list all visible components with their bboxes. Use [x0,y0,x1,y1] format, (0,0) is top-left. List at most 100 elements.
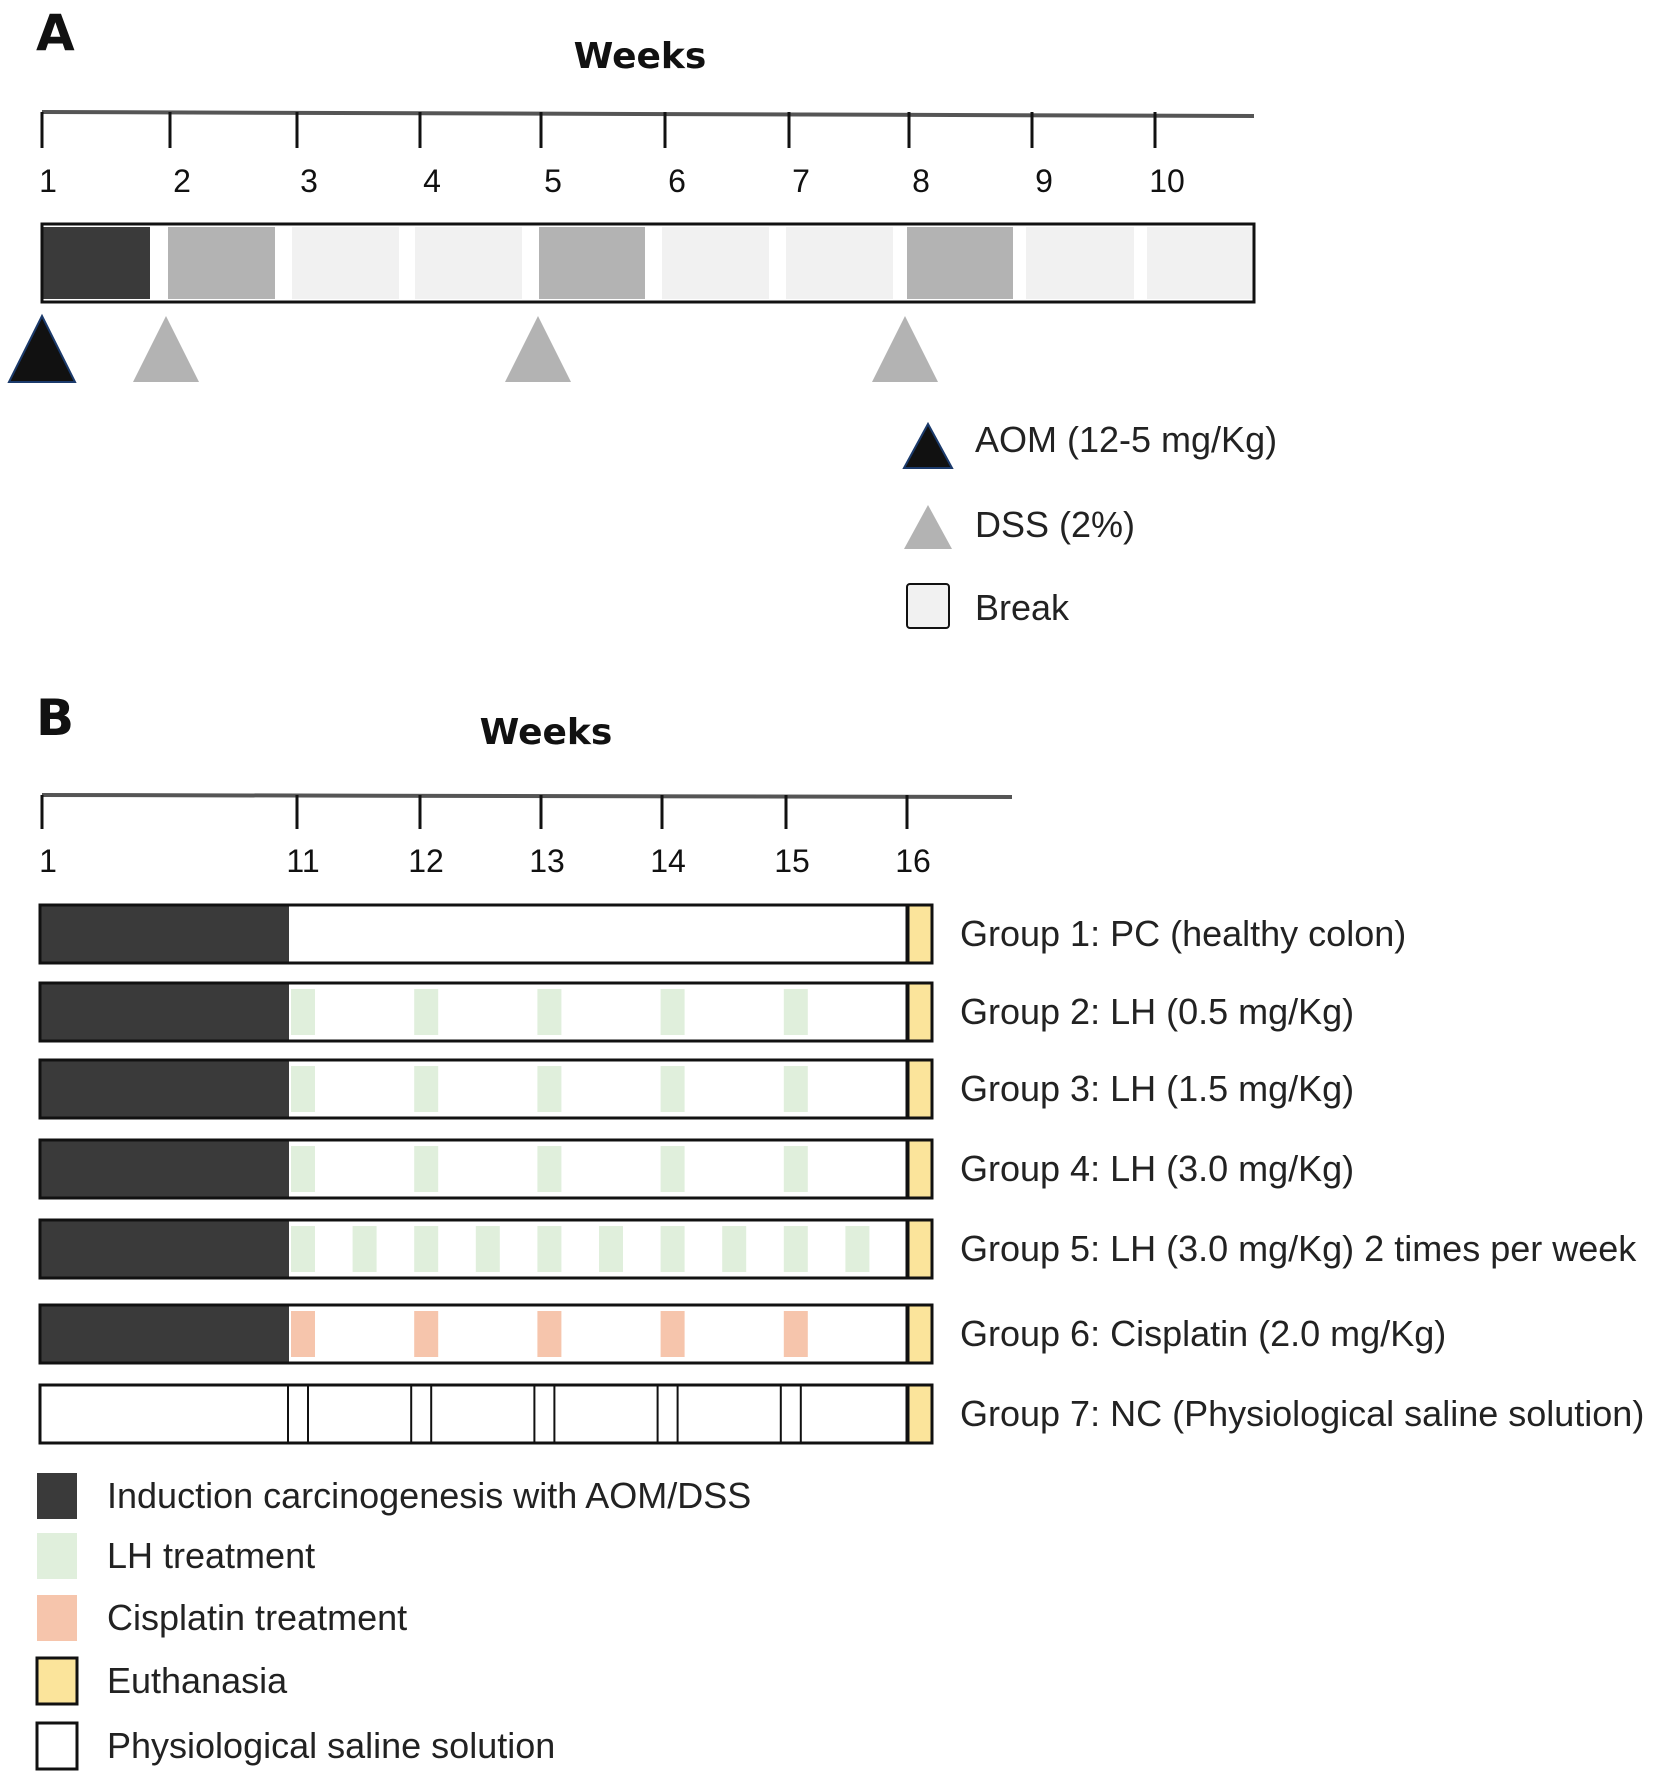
panel-a-week-1-segment [42,227,150,299]
lh-treatment-mark [414,1226,439,1272]
panel-a-week-6-segment [662,227,769,299]
legend-lh-label: LH treatment [107,1535,315,1576]
euthanasia-mark [906,1058,934,1120]
dss-marker-week-8 [872,316,938,382]
panel-a-week-9-segment [1026,227,1134,299]
euthanasia-mark [906,1138,934,1200]
panel-a-week-7-segment [786,227,893,299]
group-4-label: Group 4: LH (3.0 mg/Kg) [960,1148,1354,1189]
panel-b-tick-label: 15 [774,843,810,879]
dss-marker-week-2 [133,316,199,382]
panel-b-tick-label: 16 [895,843,931,879]
panel-a-tick-label: 6 [668,163,686,199]
lh-treatment-mark [783,1146,808,1192]
euthanasia-mark [906,981,934,1043]
group-induction-bar [40,1140,289,1198]
group-5-label: Group 5: LH (3.0 mg/Kg) 2 times per week [960,1228,1637,1269]
lh-treatment-mark [660,1226,685,1272]
group-7-label: Group 7: NC (Physiological saline soluti… [960,1393,1644,1434]
lh-treatment-mark [414,989,439,1035]
panel-b-tick-label: 11 [286,843,319,879]
group-6-row: Group 6: Cisplatin (2.0 mg/Kg) [38,1303,1446,1365]
legend-break-icon [906,583,950,629]
lh-treatment-mark [599,1226,623,1272]
panel-a-tick-label: 10 [1149,163,1185,199]
lh-treatment-mark [537,1146,562,1192]
group-1-label: Group 1: PC (healthy colon) [960,913,1406,954]
cisplatin-treatment-mark [660,1311,685,1357]
lh-treatment-mark [783,1226,808,1272]
group-4-row: Group 4: LH (3.0 mg/Kg) [38,1138,1354,1200]
lh-treatment-mark [537,989,562,1035]
group-5-row: Group 5: LH (3.0 mg/Kg) 2 times per week [38,1218,1637,1280]
panel-a-week-8-segment [907,227,1013,299]
lh-treatment-mark [414,1146,439,1192]
panel-a-tick-label: 4 [423,163,441,199]
group-induction-bar [40,983,289,1041]
panel-a-tick-label: 7 [792,163,810,199]
cisplatin-treatment-mark [291,1311,315,1357]
legend-induction-label: Induction carcinogenesis with AOM/DSS [107,1475,751,1516]
legend-lh-swatch [37,1533,77,1579]
dss-marker-week-5 [505,316,571,382]
lh-treatment-mark [475,1226,500,1272]
legend-aom-label: AOM (12-5 mg/Kg) [975,419,1277,460]
lh-treatment-mark [291,1146,315,1192]
panel-b-tick-label: 14 [650,843,686,879]
lh-treatment-mark [291,989,315,1035]
legend-euthanasia-label: Euthanasia [107,1660,288,1701]
panel-a-bar-outline [40,222,1256,304]
lh-treatment-mark [660,989,685,1035]
group-induction-bar [40,1220,289,1278]
group-2-label: Group 2: LH (0.5 mg/Kg) [960,991,1354,1032]
euthanasia-mark [906,903,934,965]
panel-b-letter: B [36,689,74,747]
euthanasia-mark [906,1218,934,1280]
lh-treatment-mark [537,1066,562,1112]
legend-induction-swatch [37,1473,77,1519]
group-1-row: Group 1: PC (healthy colon) [38,903,1406,965]
panel-a-tick-label: 2 [173,163,191,199]
cisplatin-treatment-mark [783,1311,808,1357]
legend-break-label: Break [975,587,1070,628]
panel-a-tick-label: 8 [912,163,930,199]
euthanasia-mark [906,1303,934,1365]
panel-a-axis-line [41,110,1255,118]
lh-treatment-mark [414,1066,439,1112]
group-6-label: Group 6: Cisplatin (2.0 mg/Kg) [960,1313,1446,1354]
panel-a-week-4-segment [415,227,522,299]
lh-treatment-mark [537,1226,562,1272]
lh-treatment-mark [783,1066,808,1112]
legend-saline-label: Physiological saline solution [107,1725,555,1766]
panel-a-tick-label: 1 [39,163,57,199]
legend-dss-icon [904,505,952,549]
legend-cisplatin-swatch [37,1595,77,1641]
cisplatin-treatment-mark [414,1311,439,1357]
cisplatin-treatment-mark [537,1311,562,1357]
lh-treatment-mark [291,1226,315,1272]
legend-dss-label: DSS (2%) [975,504,1135,545]
panel-b-axis-title: Weeks [480,712,613,753]
group-2-row: Group 2: LH (0.5 mg/Kg) [38,981,1354,1043]
lh-treatment-mark [783,989,808,1035]
lh-treatment-mark [352,1226,377,1272]
group-3-label: Group 3: LH (1.5 mg/Kg) [960,1068,1354,1109]
panel-a-tick-label: 9 [1035,163,1053,199]
legend-euthanasia-swatch [35,1656,79,1706]
legend-cisplatin-label: Cisplatin treatment [107,1597,407,1638]
lh-treatment-mark [291,1066,315,1112]
panel-a-week-2-segment [168,227,275,299]
panel-a-week-5-segment [539,227,645,299]
panel-b-axis-line [41,793,1013,799]
panel-a-tick-label: 5 [544,163,562,199]
group-induction-bar [40,1305,289,1363]
panel-b-tick-label: 13 [529,843,565,879]
group-induction-bar [40,1060,289,1118]
lh-treatment-mark [660,1066,685,1112]
legend-aom-icon [902,421,954,469]
legend-saline-swatch [35,1721,79,1771]
group-induction-bar [40,905,289,963]
lh-treatment-mark [722,1226,747,1272]
lh-treatment-mark [660,1146,685,1192]
